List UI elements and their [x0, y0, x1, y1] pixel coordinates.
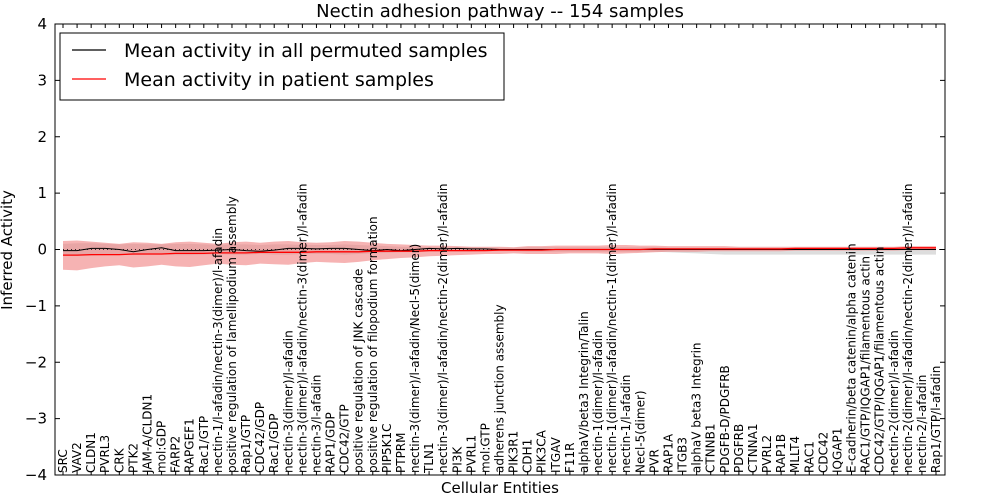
series-line-patient [63, 247, 936, 256]
category-label: E-cadherin/beta catenin/alpha catenin [845, 243, 859, 473]
category-label: FARP2 [169, 436, 183, 473]
y-tick-label: 0 [37, 241, 47, 259]
category-label: PDGFB-D/PDGFRB [718, 365, 732, 473]
category-label: PVRL1 [464, 435, 478, 473]
y-tick-label: 3 [37, 71, 47, 89]
category-label: mol:GTP [478, 423, 492, 473]
y-tick-label: −3 [25, 410, 47, 428]
category-label: PDGFRB [732, 424, 746, 473]
category-label: RAC1/GTP/IQGAP1/filamentous actin [859, 256, 873, 473]
category-label: PVRL2 [760, 435, 774, 473]
category-label: Rap1/GTP [239, 415, 253, 473]
category-label: RAC1 [802, 441, 816, 473]
category-label: RAP1A [662, 433, 676, 473]
category-label: CDC42 [816, 432, 830, 473]
category-label: nectin-1/l-afadin [619, 375, 633, 473]
category-label: nectin-3(dimer)/l-afadin/nectin-3(dimer)… [295, 184, 309, 473]
category-label: ITGAV [549, 436, 563, 473]
category-label: positive regulation of JNK cascade [352, 269, 366, 473]
category-label: nectin-3(dimer)/l-afadin/nectin-2(dimer)… [436, 184, 450, 473]
category-label: mol:GDP [155, 421, 169, 473]
category-label: adherens junction assembly [493, 304, 507, 473]
category-label: nectin-1/l-afadin/nectin-3(dimer)/l-afad… [211, 228, 225, 473]
y-tick-label: −2 [25, 353, 47, 371]
category-label: CRK [112, 447, 126, 473]
category-label: F11R [563, 442, 577, 473]
category-label: CDC42/GDP [253, 402, 267, 473]
category-label: SRC [56, 449, 70, 473]
y-tick-label: −4 [25, 466, 47, 484]
legend-label-patient: Mean activity in patient samples [124, 69, 434, 91]
y-tick-label: 2 [37, 128, 47, 146]
category-label: PIK3CA [535, 429, 549, 473]
category-label: ITGB3 [676, 437, 690, 473]
category-label: PVR [647, 449, 661, 473]
category-label: VAV2 [70, 442, 84, 473]
category-label: nectin-2(dimer)/l-afadin/nectin-2(dimer)… [901, 184, 915, 473]
category-label: IQGAP1 [830, 428, 844, 473]
y-axis-ticks: −4 −3 −2 −1 0 1 2 3 4 [25, 15, 945, 484]
legend: Mean activity in all permuted samples Me… [59, 32, 505, 101]
category-label: CTNNA1 [746, 423, 760, 473]
category-label: CDH1 [521, 439, 535, 473]
category-label: Rac1/GDP [267, 414, 281, 473]
category-label: TLN1 [422, 442, 436, 474]
category-label: CTNNB1 [704, 423, 718, 473]
category-label: PIP5K1C [380, 423, 394, 473]
category-label: RAP1B [774, 434, 788, 473]
series-lines [63, 247, 936, 256]
category-label: nectin-1(dimer)/l-afadin [591, 330, 605, 473]
x-axis-ticks [62, 24, 937, 475]
category-label: nectin-1(dimer)/l-afadin/nectin-1(dimer)… [605, 184, 619, 473]
chart-title: Nectin adhesion pathway -- 154 samples [316, 1, 684, 22]
category-label: alphaV/beta3 Integrin/Talin [577, 311, 591, 473]
category-label: Rac1/GTP [197, 416, 211, 473]
category-label: nectin-3(dimer)/l-afadin/Necl-5(dimer) [408, 244, 422, 473]
category-label: nectin-3/l-afadin [310, 375, 324, 473]
category-label: nectin-2(dimer)/l-afadin [887, 330, 901, 473]
category-label: CDC42/GTP [338, 404, 352, 473]
category-label: RAP1/GDP [324, 412, 338, 473]
category-label: JAM-A/CLDN1 [141, 394, 155, 474]
patient-band [63, 240, 936, 271]
category-label: MLLT4 [788, 436, 802, 473]
category-label: nectin-3(dimer)/l-afadin [281, 330, 295, 473]
category-label: PIK3R1 [507, 431, 521, 473]
category-label: PTPRM [394, 433, 408, 474]
y-axis-label: Inferred Activity [0, 190, 16, 310]
category-label: Rap1/GTP/l-afadin [929, 366, 943, 473]
category-label: positive regulation of lamellipodium ass… [225, 196, 239, 473]
legend-label-permuted: Mean activity in all permuted samples [124, 40, 487, 62]
category-label: Necl-5(dimer) [633, 390, 647, 473]
category-label: positive regulation of filopodium format… [366, 216, 380, 473]
y-tick-label: −1 [25, 297, 47, 315]
y-tick-label: 1 [37, 184, 47, 202]
category-label: PTK2 [126, 443, 140, 473]
x-axis-label: Cellular Entities [441, 479, 559, 497]
category-label: PI3K [450, 446, 464, 473]
category-label: PVRL3 [98, 435, 112, 473]
legend-box [59, 32, 505, 101]
y-tick-label: 4 [37, 15, 47, 33]
confidence-bands [63, 240, 936, 271]
category-label: nectin-2/l-afadin [915, 375, 929, 473]
category-label: CDC42/GTP/IQGAP1/filamentous actin [873, 247, 887, 473]
category-label: CLDN1 [84, 432, 98, 473]
category-label: alphaV beta3 Integrin [690, 342, 704, 473]
category-label: RAPGEF1 [183, 418, 197, 473]
